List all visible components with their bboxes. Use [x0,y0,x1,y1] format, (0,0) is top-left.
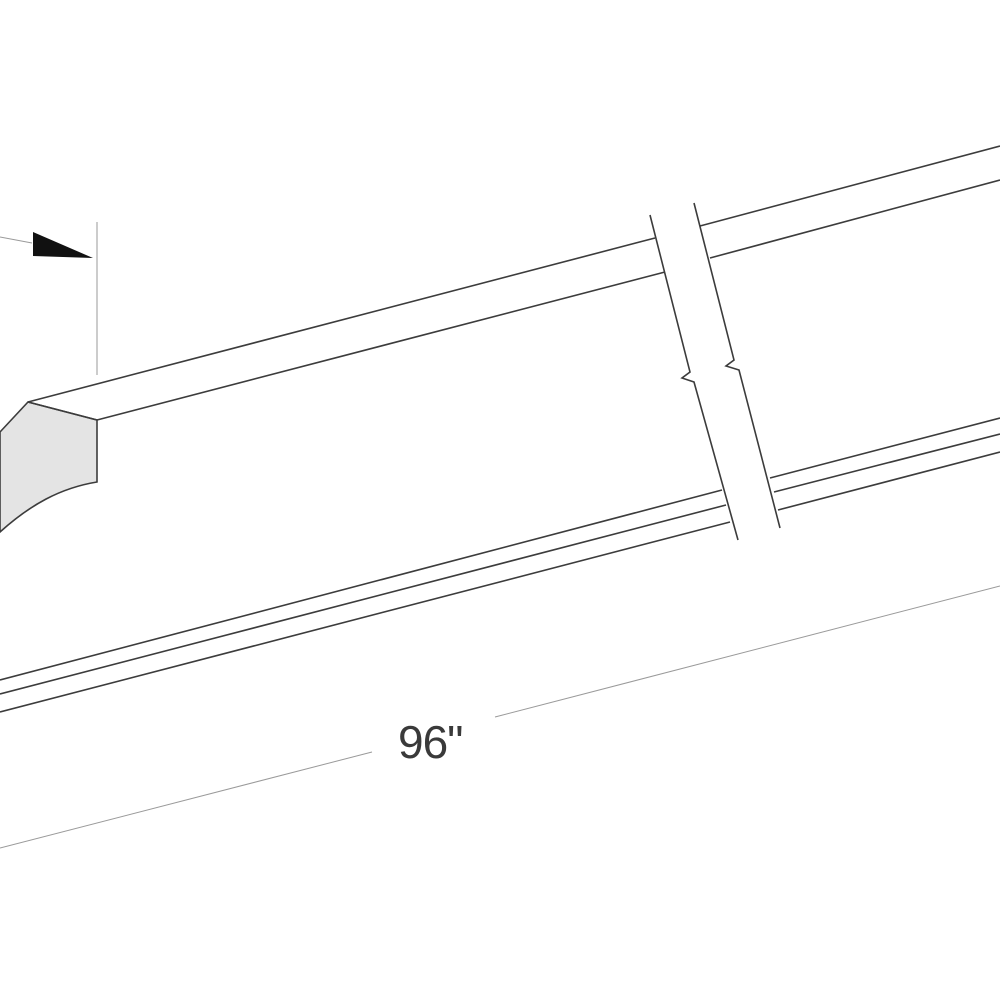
bottom-rail-line-3-left [0,521,731,713]
bottom-rail-line-1-right [769,417,1000,479]
bottom-rail-line-2-right [773,433,1000,493]
top-rail-lower-left [96,271,666,421]
dimension-arrowhead [33,232,93,258]
bottom-rail-line-1-left [0,489,723,681]
length-dimension-line-right [494,585,1000,718]
top-rail-upper-left [27,237,656,403]
length-dimension-line-left [0,751,373,849]
molding-end-profile [0,401,98,534]
top-rail-lower-right [709,179,1000,259]
break-mark-left [649,214,739,541]
bottom-rail-line-3-right [777,451,1000,511]
dimension-top-line [0,236,33,244]
break-mark-right [693,202,781,529]
profile-bevel-edge [27,401,98,421]
top-rail-upper-right [699,145,1000,227]
bottom-rail-line-2-left [0,504,727,695]
length-dimension-label: 96" [398,716,463,768]
